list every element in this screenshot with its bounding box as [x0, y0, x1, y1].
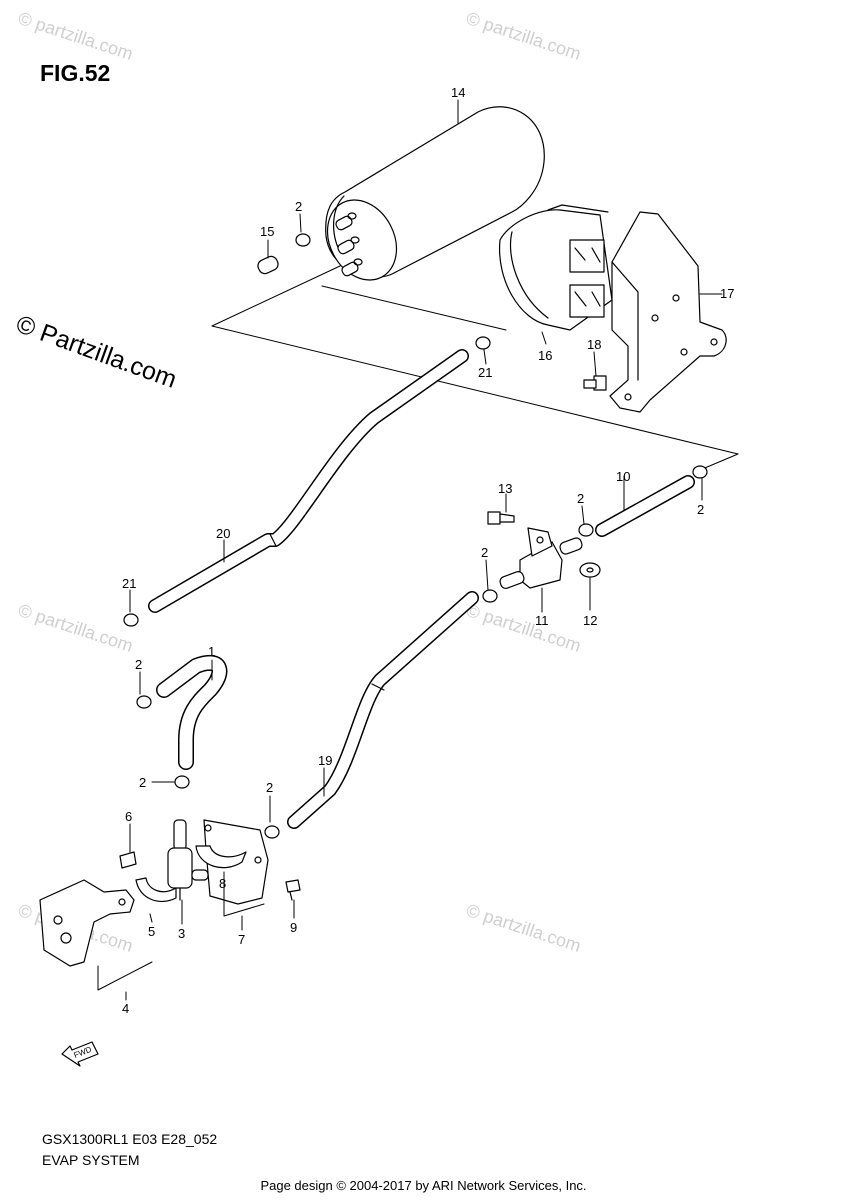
clamp-5	[135, 877, 177, 902]
reference-line	[211, 265, 341, 327]
leader-lines	[97, 99, 723, 1001]
callout-20: 20	[216, 526, 230, 541]
callout-7: 7	[238, 932, 245, 947]
callout-5: 5	[148, 924, 155, 939]
callout-17: 17	[720, 286, 734, 301]
callout-2: 2	[295, 199, 302, 214]
callout-16: 16	[538, 348, 552, 363]
callout-19: 19	[318, 753, 332, 768]
callout-14: 14	[451, 85, 465, 100]
callout-11: 11	[535, 613, 549, 628]
cap-15	[257, 255, 279, 275]
hose-10	[595, 475, 695, 537]
washer-12	[579, 562, 601, 578]
bolt-6	[119, 851, 137, 869]
callout-2: 2	[135, 657, 142, 672]
figure-title: FIG.52	[40, 60, 111, 86]
canister-bracket	[609, 211, 727, 413]
callout-8: 8	[219, 876, 226, 891]
callout-15: 15	[260, 224, 274, 239]
callout-2: 2	[266, 780, 273, 795]
callout-21: 21	[122, 576, 136, 591]
callout-18: 18	[587, 337, 601, 352]
callout-6: 6	[125, 809, 132, 824]
hose-20	[148, 349, 469, 613]
callout-2: 2	[139, 775, 146, 790]
callout-21: 21	[478, 365, 492, 380]
bracket-4	[39, 879, 135, 967]
canister-cover	[498, 204, 613, 331]
callout-13: 13	[498, 481, 512, 496]
canister	[325, 106, 545, 281]
valve-11	[499, 527, 583, 589]
bolt-9	[285, 879, 301, 901]
callout-2: 2	[481, 545, 488, 560]
reference-line	[699, 453, 739, 471]
callout-10: 10	[616, 469, 630, 484]
callout-1: 1	[208, 644, 215, 659]
hose-clamp	[123, 233, 708, 839]
hose-1	[156, 654, 228, 770]
model-code: GSX1300RL1 E03 E28_052	[42, 1131, 218, 1147]
page-footer: Page design © 2004-2017 by ARI Network S…	[260, 1178, 587, 1193]
fwd-arrow-icon	[61, 1041, 99, 1067]
callout-2: 2	[697, 502, 704, 517]
reference-line	[321, 285, 507, 331]
callout-9: 9	[290, 920, 297, 935]
joint-3	[167, 819, 209, 901]
bolt-13	[487, 511, 515, 525]
callout-3: 3	[178, 926, 185, 941]
callout-4: 4	[122, 1001, 129, 1016]
reference-line	[211, 325, 739, 455]
hose-19	[287, 591, 479, 829]
bracket-7	[195, 819, 269, 905]
callout-2: 2	[577, 491, 584, 506]
callout-12: 12	[583, 613, 597, 628]
bolt-18	[583, 375, 607, 391]
system-name: EVAP SYSTEM	[42, 1152, 140, 1168]
